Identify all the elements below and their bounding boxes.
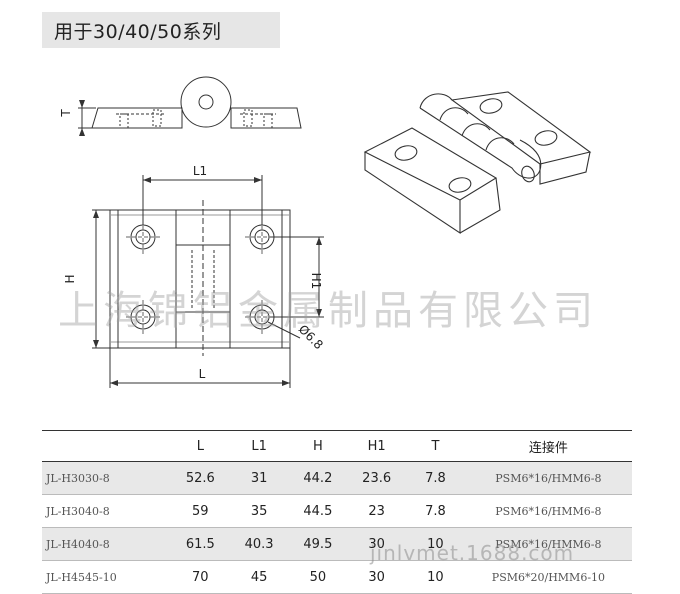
cell-h: 44.5 (288, 494, 348, 528)
cell-h: 44.2 (288, 461, 348, 495)
table-header-row: L L1 H H1 T 连接件 (42, 430, 632, 462)
cell-h1: 30 (347, 560, 407, 594)
cell-h: 49.5 (288, 527, 348, 561)
url-watermark: jinlvmet.1688.com (370, 541, 575, 565)
cell-connector: PSM6*20/HMM6-10 (464, 560, 632, 594)
dim-label-t: T (59, 109, 73, 118)
hinge-technical-drawing: T L1 H H1 L Ø6.8 (59, 76, 592, 388)
dim-label-l: L (199, 367, 206, 381)
cell-l: 61.5 (170, 527, 230, 561)
cell-h: 50 (288, 560, 348, 594)
isometric-view (363, 91, 592, 235)
front-view (92, 175, 324, 388)
cell-l1: 40.3 (229, 527, 289, 561)
spec-table: L L1 H H1 T 连接件 JL-H3030-8 52.6 31 44.2 … (42, 430, 632, 594)
header-h: H (288, 430, 348, 462)
cell-l: 52.6 (170, 461, 230, 495)
cell-connector: PSM6*16/HMM6-8 (464, 461, 632, 495)
cell-t: 7.8 (406, 494, 465, 528)
cell-connector: PSM6*16/HMM6-8 (464, 527, 632, 561)
cell-model: JL-H3040-8 (42, 494, 171, 528)
cell-t: 10 (406, 560, 465, 594)
header-h1: H1 (347, 430, 407, 462)
table-row: JL-H3040-8 59 35 44.5 23 7.8 PSM6*16/HMM… (42, 494, 632, 528)
header-model (42, 430, 171, 462)
dim-label-h: H (63, 274, 77, 283)
dim-label-l1: L1 (193, 164, 207, 178)
cell-t: 7.8 (406, 461, 465, 495)
cell-h1: 23 (347, 494, 407, 528)
cell-model: JL-H4040-8 (42, 527, 171, 561)
cell-h1: 30 (347, 527, 407, 561)
section-title-text: 用于30/40/50系列 (54, 20, 222, 43)
table-row: JL-H4040-8 61.5 40.3 49.5 30 10 PSM6*16/… (42, 527, 632, 561)
table-row: JL-H3030-8 52.6 31 44.2 23.6 7.8 PSM6*16… (42, 461, 632, 495)
cell-model: JL-H4545-10 (42, 560, 171, 594)
dim-label-h1: H1 (309, 273, 323, 290)
section-title: 用于30/40/50系列 (42, 12, 280, 48)
cell-model: JL-H3030-8 (42, 461, 171, 495)
cell-l: 70 (170, 560, 230, 594)
cell-h1: 23.6 (347, 461, 407, 495)
cell-l1: 45 (229, 560, 289, 594)
cell-l1: 35 (229, 494, 289, 528)
header-l: L (170, 430, 230, 462)
header-connector: 连接件 (464, 430, 632, 462)
cell-l1: 31 (229, 461, 289, 495)
side-view (78, 76, 302, 136)
cell-connector: PSM6*16/HMM6-8 (464, 494, 632, 528)
table-row: JL-H4545-10 70 45 50 30 10 PSM6*20/HMM6-… (42, 560, 632, 594)
cell-t: 10 (406, 527, 465, 561)
header-t: T (406, 430, 465, 462)
company-watermark: 上海锦铝金属制品有限公司 (58, 288, 598, 334)
header-l1: L1 (229, 430, 289, 462)
cell-l: 59 (170, 494, 230, 528)
